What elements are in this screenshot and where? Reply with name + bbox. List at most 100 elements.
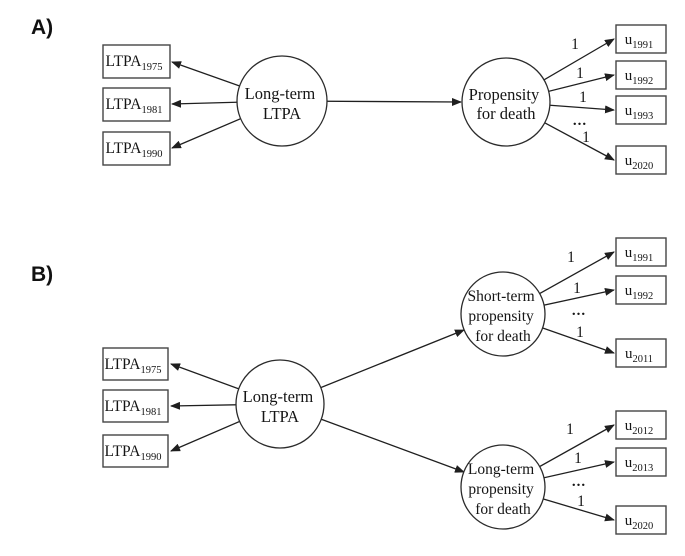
- box-b-u2020-base: u: [625, 513, 633, 529]
- loading-b-u2011: 1: [576, 324, 584, 341]
- box-b-u1992-sub: 1992: [632, 291, 653, 302]
- latent-b-long-line3: for death: [475, 501, 531, 518]
- box-a-ltpa1990-base: LTPA: [106, 140, 143, 157]
- panel-b: B): [31, 237, 667, 535]
- loading-a-u2020: 1: [582, 129, 590, 146]
- latent-a-ltpa-label: Long-term LTPA: [245, 84, 320, 123]
- box-b-u2012-base: u: [625, 418, 633, 434]
- box-b-u1992-label: u1992: [625, 283, 654, 302]
- latent-b-long-line2: propensity: [468, 481, 534, 498]
- box-b-u2012: [615, 410, 667, 440]
- panel-a-label: A): [31, 16, 53, 39]
- latent-a-ltpa-line2: LTPA: [263, 104, 301, 123]
- latent-a-propensity-line1: Propensity: [469, 85, 540, 104]
- box-a-ltpa1990-sub: 1990: [141, 149, 162, 160]
- box-a-u1991-base: u: [625, 32, 633, 48]
- latent-b-short-line1: Short-term: [467, 288, 534, 305]
- box-b-ltpa1975: [102, 347, 169, 381]
- box-a-ltpa1990: [102, 131, 171, 166]
- box-a-ltpa1981-label: LTPA1981: [106, 96, 163, 116]
- latent-b-ltpa-line2: LTPA: [261, 407, 299, 426]
- loading-b-u1992: 1: [573, 280, 581, 297]
- box-b-u2020: [615, 505, 667, 535]
- latent-a-propensity-line2: for death: [476, 104, 536, 123]
- latent-b-longterm-ltpa: [235, 359, 325, 449]
- box-a-ltpa1990-label: LTPA1990: [106, 140, 163, 160]
- ellipsis-a: ...: [573, 113, 587, 129]
- box-a-u2020-sub: 2020: [632, 161, 653, 172]
- latent-b-long-propensity: [460, 444, 546, 530]
- box-a-u1992-base: u: [625, 68, 633, 84]
- box-b-u2020-sub: 2020: [632, 521, 653, 532]
- box-b-u1991-label: u1991: [625, 245, 654, 264]
- box-a-u1991-label: u1991: [625, 32, 654, 51]
- box-a-ltpa1975-base: LTPA: [106, 53, 143, 70]
- box-a-ltpa1975-label: LTPA1975: [106, 53, 163, 73]
- box-b-u2013-base: u: [625, 455, 633, 471]
- latent-b-long-label: Long-term propensity for death: [468, 461, 538, 518]
- ellipsis-b-short: ...: [572, 303, 586, 319]
- box-a-u2020-base: u: [625, 153, 633, 169]
- loading-b-u2012: 1: [566, 421, 574, 438]
- box-b-u2013: [615, 447, 667, 477]
- box-a-u1991: [615, 24, 667, 54]
- box-b-ltpa1981: [102, 389, 169, 423]
- box-b-u2011-sub: 2011: [632, 354, 653, 365]
- box-b-u2013-label: u2013: [625, 455, 654, 474]
- box-a-u1993: [615, 95, 667, 125]
- loading-b-u2020: 1: [577, 493, 585, 510]
- box-a-u1993-base: u: [625, 103, 633, 119]
- box-b-ltpa1975-base: LTPA: [105, 356, 142, 373]
- box-a-ltpa1975: [102, 44, 171, 79]
- box-b-ltpa1990-label: LTPA1990: [105, 443, 162, 463]
- loading-b-u1991: 1: [567, 249, 575, 266]
- box-b-u2011: [615, 338, 667, 368]
- box-b-u1992-base: u: [625, 283, 633, 299]
- latent-b-ltpa-line1: Long-term: [243, 387, 314, 406]
- panel-b-label: B): [31, 263, 53, 286]
- box-a-u1991-sub: 1991: [632, 40, 653, 51]
- box-b-ltpa1990-sub: 1990: [140, 452, 161, 463]
- box-a-ltpa1981-sub: 1981: [141, 105, 162, 116]
- box-b-u2012-label: u2012: [625, 418, 654, 437]
- box-a-u1992: [615, 60, 667, 90]
- box-b-u1991-base: u: [625, 245, 633, 261]
- box-b-u2012-sub: 2012: [632, 426, 653, 437]
- box-b-ltpa1981-sub: 1981: [140, 407, 161, 418]
- loading-a-u1993: 1: [579, 89, 587, 106]
- box-a-u1993-sub: 1993: [632, 111, 653, 122]
- box-b-ltpa1990-base: LTPA: [105, 443, 142, 460]
- loading-a-u1991: 1: [571, 36, 579, 53]
- latent-b-short-label: Short-term propensity for death: [467, 288, 538, 345]
- box-b-ltpa1975-sub: 1975: [140, 365, 161, 376]
- box-a-u1992-sub: 1992: [632, 76, 653, 87]
- box-b-u1991-sub: 1991: [632, 253, 653, 264]
- box-b-ltpa1981-label: LTPA1981: [105, 398, 162, 418]
- loading-b-u2013: 1: [574, 450, 582, 467]
- box-a-ltpa1981-base: LTPA: [106, 96, 143, 113]
- box-b-u2011-base: u: [625, 346, 633, 362]
- latent-a-longterm-ltpa: [236, 55, 328, 147]
- loading-a-u1992: 1: [576, 65, 584, 82]
- latent-b-short-line2: propensity: [468, 308, 534, 325]
- box-a-ltpa1975-sub: 1975: [141, 62, 162, 73]
- box-b-u1991: [615, 237, 667, 267]
- box-a-u2020: [615, 145, 667, 175]
- box-b-ltpa1990: [102, 434, 169, 468]
- box-a-ltpa1981: [102, 87, 171, 122]
- latent-b-short-line3: for death: [475, 328, 531, 345]
- latent-b-ltpa-label: Long-term LTPA: [243, 387, 318, 426]
- latent-b-short-propensity: [460, 271, 546, 357]
- panel-a: A) Long-term LTPA: [31, 16, 667, 175]
- box-b-u2020-label: u2020: [625, 513, 654, 532]
- latent-a-ltpa-line1: Long-term: [245, 84, 316, 103]
- box-a-u1992-label: u1992: [625, 68, 654, 87]
- box-b-ltpa1975-label: LTPA1975: [105, 356, 162, 376]
- latent-a-propensity: [461, 57, 551, 147]
- ellipsis-b-long: ...: [572, 474, 586, 490]
- box-b-u1992: [615, 275, 667, 305]
- box-b-u2011-label: u2011: [625, 346, 653, 365]
- latent-a-propensity-label: Propensity for death: [469, 85, 544, 123]
